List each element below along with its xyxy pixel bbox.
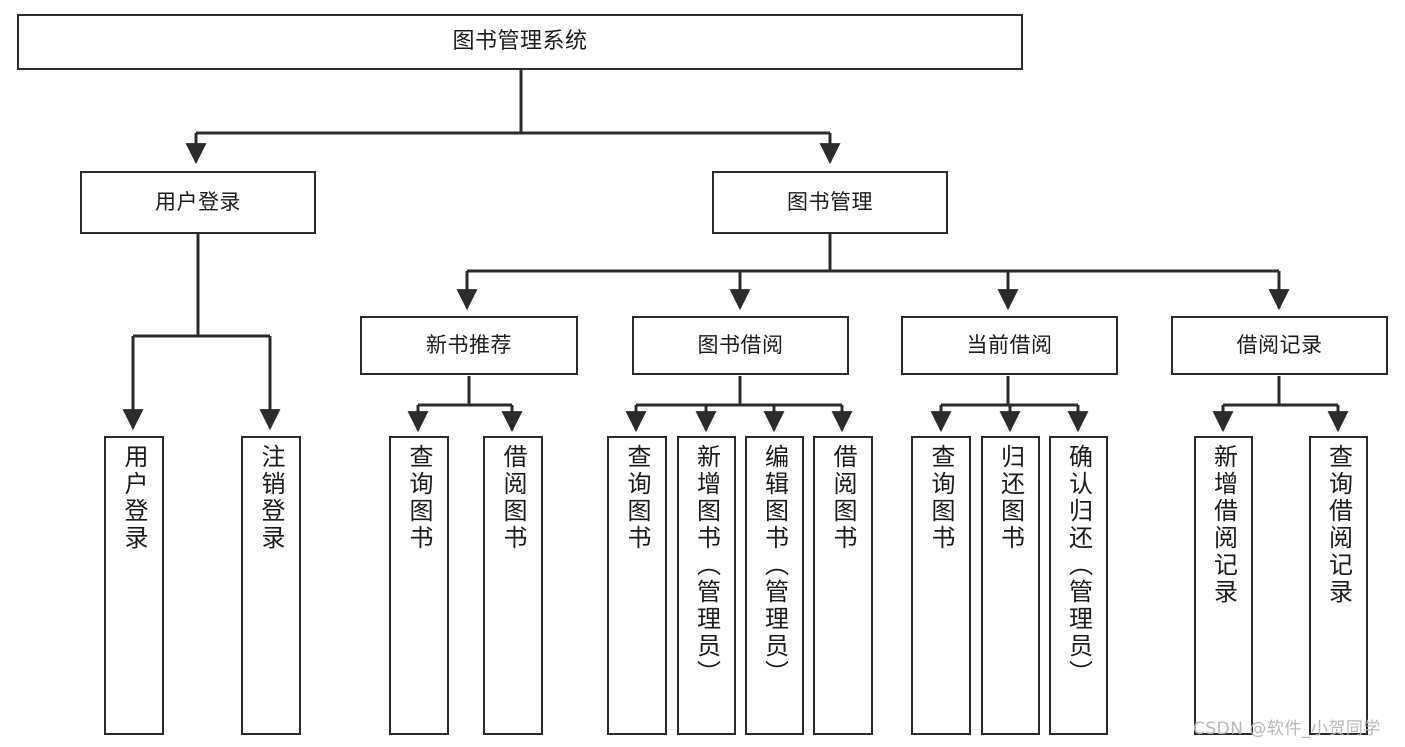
leaf-borrow-record-query-record[interactable]: 查询借阅记录 bbox=[1309, 436, 1368, 735]
node-book-borrow[interactable]: 图书借阅 bbox=[632, 316, 849, 375]
node-label: 新书推荐 bbox=[426, 333, 512, 358]
node-label: 查询借阅记录 bbox=[1324, 444, 1353, 606]
leaf-current-borrow-query-book[interactable]: 查询图书 bbox=[911, 436, 971, 735]
node-label: 归还图书 bbox=[996, 444, 1025, 552]
leaf-new-book-borrow-book[interactable]: 借阅图书 bbox=[483, 436, 543, 735]
node-label: 借阅记录 bbox=[1236, 333, 1323, 358]
leaf-book-borrow-query-book[interactable]: 查询图书 bbox=[607, 436, 667, 735]
node-label: 借阅图书 bbox=[499, 444, 527, 552]
node-label: 用户登录 bbox=[155, 190, 241, 215]
node-label: 查询图书 bbox=[623, 444, 651, 552]
node-user-login[interactable]: 用户登录 bbox=[80, 171, 316, 234]
leaf-borrow-record-add-record[interactable]: 新增借阅记录 bbox=[1194, 436, 1253, 735]
node-book-management[interactable]: 图书管理 bbox=[712, 171, 948, 234]
node-root-book-management-system[interactable]: 图书管理系统 bbox=[17, 14, 1023, 70]
node-label: 确认归还（管理员） bbox=[1064, 444, 1093, 687]
node-label: 图书管理 bbox=[787, 190, 873, 215]
node-new-book-recommend[interactable]: 新书推荐 bbox=[360, 316, 578, 375]
leaf-book-borrow-borrow-book[interactable]: 借阅图书 bbox=[813, 436, 873, 735]
leaf-current-borrow-confirm-return-admin[interactable]: 确认归还（管理员） bbox=[1049, 436, 1108, 735]
leaf-user-login-login[interactable]: 用户登录 bbox=[104, 436, 164, 735]
leaf-current-borrow-return-book[interactable]: 归还图书 bbox=[981, 436, 1040, 735]
node-label: 新增图书（管理员） bbox=[692, 444, 721, 687]
node-label: 当前借阅 bbox=[966, 333, 1053, 358]
node-label: 图书借阅 bbox=[697, 333, 784, 358]
leaf-user-login-logout[interactable]: 注销登录 bbox=[241, 436, 301, 735]
leaf-book-borrow-add-book-admin[interactable]: 新增图书（管理员） bbox=[677, 436, 736, 735]
node-label: 查询图书 bbox=[927, 444, 955, 552]
node-label: 注销登录 bbox=[257, 444, 285, 552]
node-label: 借阅图书 bbox=[829, 444, 857, 552]
node-label: 编辑图书（管理员） bbox=[760, 444, 789, 687]
node-label: 图书管理系统 bbox=[452, 29, 588, 55]
node-label: 查询图书 bbox=[405, 444, 433, 552]
node-label: 用户登录 bbox=[120, 444, 148, 552]
leaf-book-borrow-edit-book-admin[interactable]: 编辑图书（管理员） bbox=[745, 436, 804, 735]
node-label: 新增借阅记录 bbox=[1209, 444, 1238, 606]
node-borrow-record[interactable]: 借阅记录 bbox=[1171, 316, 1388, 375]
node-current-borrow[interactable]: 当前借阅 bbox=[901, 316, 1118, 375]
leaf-new-book-query-book[interactable]: 查询图书 bbox=[389, 436, 449, 735]
